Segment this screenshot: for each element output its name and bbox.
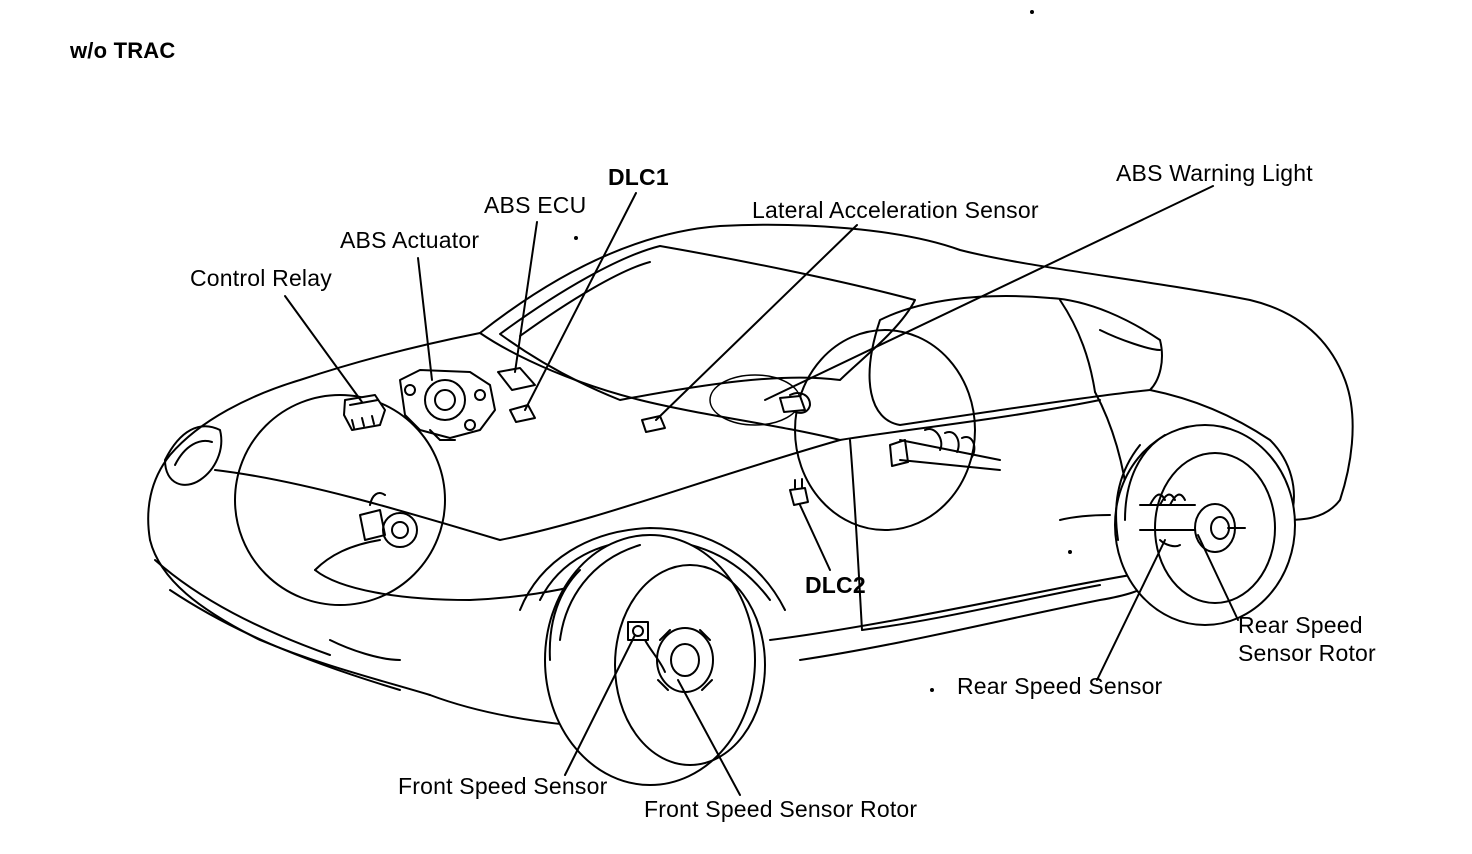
leader-front-speed-sensor-rotor [677,679,741,796]
rear-driveshaft [889,428,1001,471]
leader-lines [284,185,1239,796]
phantom-wheel-circles [234,329,976,606]
label-rear-speed-sensor-rotor-line1: Rear Speed [1238,612,1363,638]
label-control-relay: Control Relay [190,265,332,291]
leader-abs-actuator [417,257,433,381]
label-rear-speed-sensor-rotor-line2: Sensor Rotor [1238,640,1376,666]
rear-wheel [1114,424,1296,626]
diagram-heading: w/o TRAC [70,38,176,63]
leader-abs-ecu [514,221,538,373]
label-front-speed-sensor-rotor: Front Speed Sensor Rotor [644,796,918,822]
label-abs-ecu: ABS ECU [484,192,587,218]
label-dlc1: DLC1 [608,164,669,190]
leader-dlc2 [799,504,831,571]
front-wheel [544,534,766,786]
label-lateral-acceleration-sensor: Lateral Acceleration Sensor [752,197,1039,223]
label-rear-speed-sensor: Rear Speed Sensor [957,673,1163,699]
label-front-speed-sensor: Front Speed Sensor [398,773,608,799]
leader-rear-speed-sensor-rotor [1197,534,1239,621]
leader-control-relay [284,295,363,403]
leader-rear-speed-sensor [1096,539,1166,681]
engine-bay-components [343,367,809,506]
label-abs-warning-light: ABS Warning Light [1116,160,1313,186]
leader-dlc1 [524,192,637,411]
leader-abs-warning-light [764,185,1214,401]
front-hidden-hub [359,492,418,548]
label-abs-actuator: ABS Actuator [340,227,480,253]
leader-front-speed-sensor [564,634,636,776]
label-dlc2: DLC2 [805,572,866,598]
leader-lateral-acceleration-sensor [655,224,858,421]
